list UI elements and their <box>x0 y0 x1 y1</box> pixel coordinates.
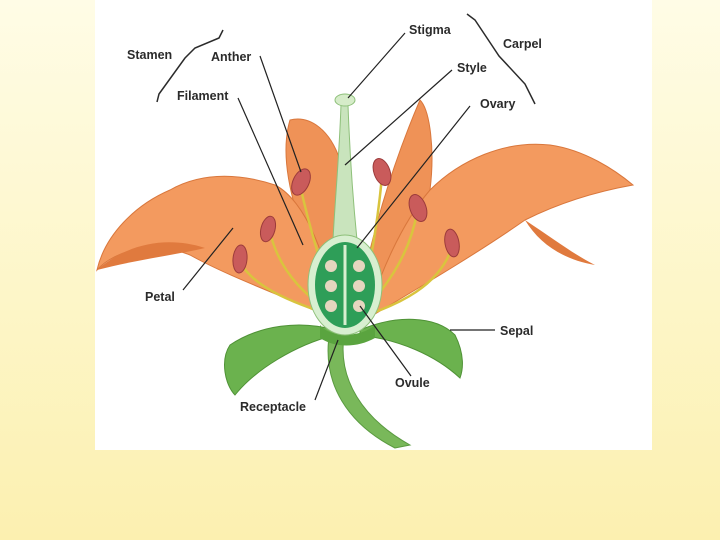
sepal-left <box>224 324 336 396</box>
label-stamen: Stamen <box>127 48 173 62</box>
sepal-right <box>359 318 463 379</box>
anthers <box>232 158 460 274</box>
label-filament: Filament <box>177 89 229 103</box>
anther-shape <box>291 168 311 196</box>
label-petal: Petal <box>145 290 175 304</box>
label-ovule: Ovule <box>395 376 430 390</box>
label-carpel: Carpel <box>503 37 542 51</box>
leader-lines <box>182 32 495 401</box>
anther-shape <box>444 228 460 258</box>
anther-shape <box>259 215 277 243</box>
anther-shape <box>232 244 248 274</box>
label-stigma: Stigma <box>409 23 451 37</box>
label-anther: Anther <box>211 50 252 64</box>
flower-diagram <box>96 13 635 449</box>
flower-diagram-panel: Stamen Anther Filament Stigma Style Carp… <box>95 0 652 450</box>
anther-shape <box>372 158 392 186</box>
label-sepal: Sepal <box>500 324 534 338</box>
stigma-shape <box>334 93 356 107</box>
anther-shape <box>408 194 428 222</box>
label-ovary: Ovary <box>480 97 516 111</box>
label-receptacle: Receptacle <box>240 400 307 414</box>
label-style: Style <box>457 61 487 75</box>
ovules <box>325 260 365 312</box>
petal-right-shade <box>525 220 595 265</box>
stamen-bracket <box>156 29 224 103</box>
carpel-bracket <box>466 13 536 105</box>
petal-left-shade <box>97 242 205 270</box>
